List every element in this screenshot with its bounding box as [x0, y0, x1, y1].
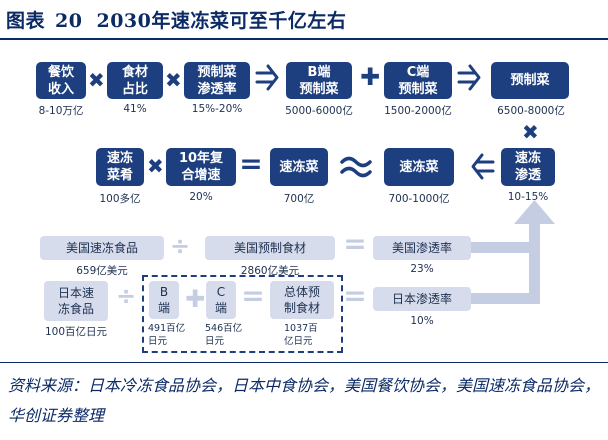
- jp-total-caption: 1037百 亿日元: [284, 323, 318, 347]
- c-end-caption: 1500-2000亿: [384, 105, 452, 117]
- bottom-rule: [0, 362, 608, 363]
- frozen-penetration-caption: 10-15%: [507, 191, 549, 203]
- japan-prepared-breakdown: [142, 275, 343, 353]
- jp-frozen-box: 日本速 冻食品: [44, 281, 108, 321]
- us-penetration-box: 美国渗透率: [373, 236, 471, 260]
- figure-prefix: 图表: [6, 10, 46, 32]
- multiply-icon: ✖: [165, 68, 182, 92]
- prepared-penetration-caption: 15%-20%: [191, 103, 243, 115]
- plus-icon: ✚: [360, 63, 381, 91]
- top-rule: [0, 38, 608, 40]
- double-arrow-left-icon: [471, 153, 495, 180]
- us-prepared-box: 美国预制食材: [205, 236, 335, 260]
- ingredient-share-caption: 41%: [123, 103, 147, 115]
- equals-icon: =: [343, 227, 367, 260]
- us-frozen-caption: 659亿美元: [76, 265, 128, 277]
- us-frozen-box: 美国速冻食品: [40, 236, 164, 260]
- jp-penetration-box: 日本渗透率: [373, 287, 471, 311]
- divide-icon: ÷: [116, 282, 137, 310]
- equals-icon: =: [343, 279, 367, 312]
- equals-icon: =: [241, 279, 265, 312]
- jp-c-end-box: C 端: [206, 281, 236, 319]
- frozen-veg-caption: 700亿: [283, 193, 315, 205]
- ingredient-share-box: 食材 占比: [107, 62, 163, 99]
- prepared-total-box: 预制菜: [491, 62, 569, 99]
- c-end-prepared-box: C端 预制菜: [384, 62, 452, 99]
- jp-b-end-box: B 端: [149, 281, 179, 319]
- double-arrow-icon: [457, 64, 481, 91]
- catering-revenue-box: 餐饮 收入: [36, 62, 86, 99]
- figure-title: 图表 20 2030年速冻菜可至千亿左右: [6, 6, 346, 33]
- prepared-total-caption: 6500-8000亿: [497, 105, 565, 117]
- frozen-penetration-box: 速冻 渗透: [501, 148, 555, 186]
- frozen-dishes-box: 速冻 菜肴: [96, 148, 144, 186]
- b-end-caption: 5000-6000亿: [285, 105, 353, 117]
- source-note: 资料来源：日本冷冻食品协会，日本中食协会，美国餐饮协会，美国速冻食品协会，华创证…: [8, 376, 601, 425]
- frozen-veg-box: 速冻菜: [270, 148, 328, 186]
- b-end-prepared-box: B端 预制菜: [286, 62, 352, 99]
- figure-title-text: 2030年速冻菜可至千亿左右: [96, 10, 347, 32]
- prepared-penetration-box: 预制菜 渗透率: [184, 62, 250, 99]
- jp-total-box: 总体预 制食材: [270, 281, 334, 319]
- us-prepared-caption: 2860亿美元: [240, 265, 300, 277]
- jp-b-end-caption: 491百亿 日元: [148, 323, 186, 347]
- double-arrow-icon: [255, 64, 279, 91]
- jp-frozen-caption: 100百亿日元: [44, 326, 108, 338]
- equals-icon: =: [239, 147, 263, 180]
- cagr-box: 10年复 合增速: [166, 148, 236, 186]
- us-penetration-caption: 23%: [410, 263, 434, 275]
- jp-penetration-caption: 10%: [410, 315, 434, 327]
- multiply-icon: ✖: [147, 154, 164, 178]
- frozen-veg-forecast-box: 速冻菜: [384, 148, 454, 186]
- jp-c-end-caption: 546百亿 日元: [205, 323, 243, 347]
- multiply-icon: ✖: [88, 68, 105, 92]
- cagr-caption: 20%: [189, 191, 213, 203]
- approx-icon: [340, 156, 372, 178]
- multiply-icon: ✖: [522, 120, 539, 144]
- catering-revenue-caption: 8-10万亿: [38, 105, 84, 117]
- merge-arrow-icon: [468, 200, 555, 304]
- frozen-veg-forecast-caption: 700-1000亿: [388, 193, 450, 205]
- divide-icon: ÷: [170, 232, 191, 260]
- frozen-dishes-caption: 100多亿: [99, 193, 141, 205]
- figure-number: 20: [55, 10, 83, 32]
- plus-icon: ✚: [185, 285, 206, 313]
